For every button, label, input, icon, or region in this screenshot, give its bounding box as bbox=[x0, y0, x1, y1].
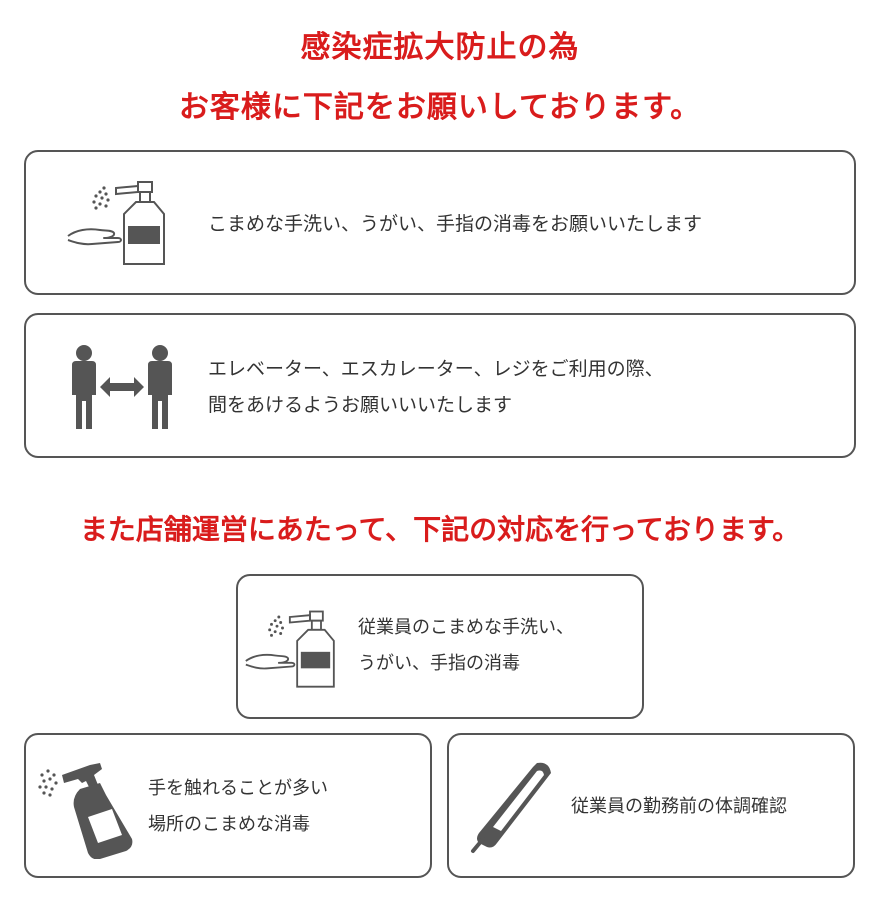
measure-text-health-check: 従業員の勤務前の体調確認 bbox=[571, 789, 787, 825]
card-line: 従業員のこまめな手洗い、 bbox=[358, 617, 574, 638]
hand-sanitizer-icon bbox=[244, 604, 354, 700]
social-distance-icon bbox=[66, 343, 186, 437]
measure-text-staff-handwash: 従業員のこまめな手洗い、 うがい、手指の消毒 bbox=[358, 610, 574, 682]
request-text-handwash: こまめな手洗い、うがい、手指の消毒をお願いいたします bbox=[208, 206, 702, 242]
card-line: 場所のこまめな消毒 bbox=[148, 814, 310, 835]
card-line: 従業員の勤務前の体調確認 bbox=[571, 796, 787, 817]
card-line: 手を触れることが多い bbox=[148, 778, 328, 799]
heading-line-1: 感染症拡大防止の為 bbox=[300, 30, 580, 65]
measure-text-disinfect: 手を触れることが多い 場所のこまめな消毒 bbox=[148, 771, 328, 843]
measure-card-staff-handwash: 従業員のこまめな手洗い、 うがい、手指の消毒 bbox=[236, 574, 644, 719]
request-card-distance: エレベーター、エスカレーター、レジをご利用の際、 間をあけるようお願いいいたしま… bbox=[24, 313, 856, 458]
spray-bottle-icon bbox=[36, 759, 140, 863]
card-line: こまめな手洗い、うがい、手指の消毒をお願いいたします bbox=[208, 213, 703, 235]
heading-line-2: お客様に下記をお願いしております。 bbox=[178, 90, 702, 125]
card-line: エレベーター、エスカレーター、レジをご利用の際、 bbox=[208, 358, 664, 380]
thermometer-icon bbox=[467, 759, 567, 859]
request-text-distance: エレベーター、エスカレーター、レジをご利用の際、 間をあけるようお願いいいたしま… bbox=[208, 351, 664, 423]
heading-line-3: また店舗運営にあたって、下記の対応を行っております。 bbox=[79, 513, 801, 546]
card-line: 間をあけるようお願いいいたします bbox=[208, 394, 513, 416]
hand-sanitizer-icon bbox=[66, 178, 186, 274]
request-card-handwash: こまめな手洗い、うがい、手指の消毒をお願いいたします bbox=[24, 150, 856, 295]
measure-card-health-check: 従業員の勤務前の体調確認 bbox=[447, 733, 855, 878]
card-line: うがい、手指の消毒 bbox=[358, 653, 520, 674]
measure-card-disinfect: 手を触れることが多い 場所のこまめな消毒 bbox=[24, 733, 432, 878]
